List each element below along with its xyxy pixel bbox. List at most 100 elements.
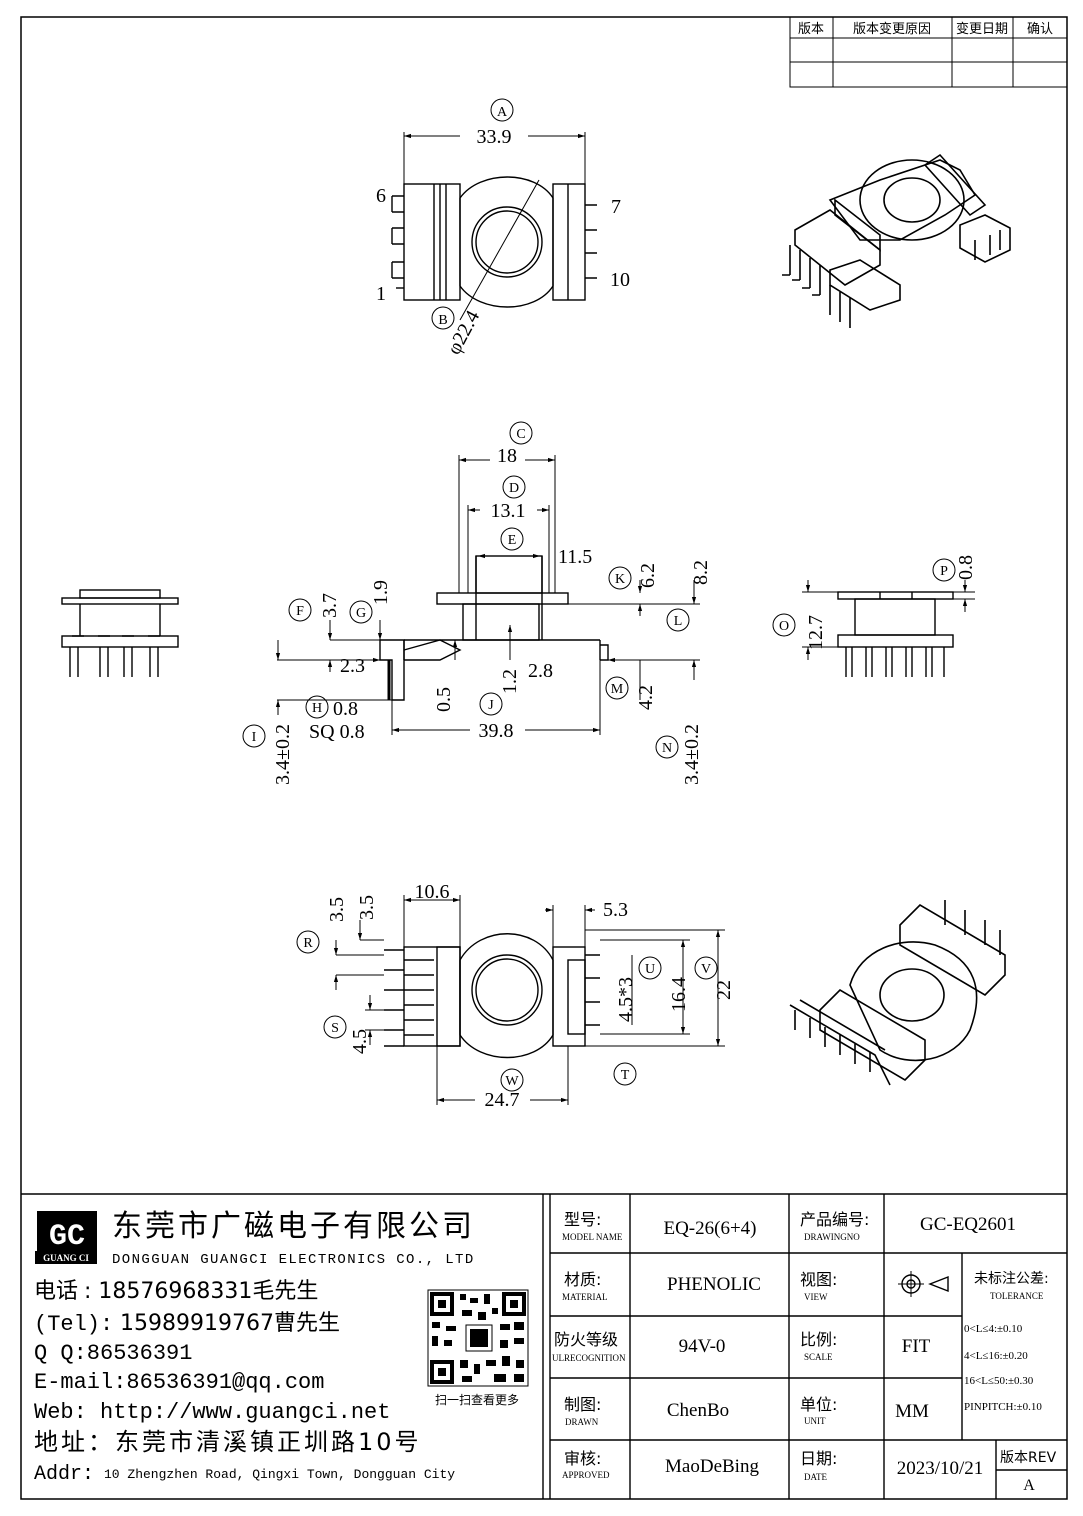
dim-W-value: 24.7 xyxy=(485,1089,520,1111)
material-sub: MATERIAL xyxy=(562,1292,608,1302)
tolerance-row-4: PINPITCH:±0.10 xyxy=(964,1401,1042,1413)
dim-I-tag: I xyxy=(252,730,257,745)
scale-sub: SCALE xyxy=(804,1352,833,1362)
drawn-label: 制图: xyxy=(564,1395,601,1414)
unit-value: MM xyxy=(895,1401,929,1422)
dim-P-value: 0.8 xyxy=(955,555,977,580)
rev-label: 版本REV xyxy=(1000,1450,1057,1466)
material-label: 材质: xyxy=(564,1270,601,1289)
dim-106: 10.6 xyxy=(415,881,450,903)
side-view-left xyxy=(61,589,179,677)
dim-U-tag: U xyxy=(645,962,655,977)
email-value: E-mail:86536391@qq.com xyxy=(34,1370,324,1395)
rev-header-confirm: 确认 xyxy=(1027,22,1053,37)
dim-B-value: φ22.4 xyxy=(443,307,484,358)
dim-D-value: 13.1 xyxy=(491,500,526,522)
dim-G-tag: G xyxy=(356,606,366,621)
qr-caption: 扫一扫查看更多 xyxy=(435,1393,519,1407)
approved-sub: APPROVED xyxy=(562,1470,610,1480)
company-name-cn: 东莞市广磁电子有限公司 xyxy=(112,1209,475,1244)
dim-22: 22 xyxy=(713,980,735,1000)
dim-E-value: 11.5 xyxy=(558,546,592,568)
phone-label: 电话 xyxy=(34,1279,78,1304)
drawn-sub: DRAWN xyxy=(565,1417,599,1427)
dim-M-tag: M xyxy=(611,682,624,697)
drawing-sub: DRAWINGNO xyxy=(804,1232,860,1242)
dim-T-tag: T xyxy=(621,1068,630,1083)
dim-G-value: 1.9 xyxy=(370,580,392,605)
dim-I-value: 3.4±0.2 xyxy=(272,724,294,785)
dim-J-tag: J xyxy=(488,698,494,713)
dim-T-value: 5.3 xyxy=(603,899,628,921)
dim-S-tag: S xyxy=(331,1021,339,1036)
address-en-label: Addr: xyxy=(34,1463,94,1486)
rev-header-version: 版本 xyxy=(798,22,824,37)
tolerance-row-1: 0<L≤4:±0.10 xyxy=(964,1323,1023,1335)
dim-S-value: 4.5 xyxy=(349,1029,371,1054)
qr-code xyxy=(427,1289,529,1387)
dim-C-value: 18 xyxy=(497,445,517,467)
rev-header-reason: 版本变更原因 xyxy=(853,21,931,37)
dim-O-value: 12.7 xyxy=(805,615,827,650)
dim-K-value: 6.2 xyxy=(637,563,659,588)
dim-L-value: 8.2 xyxy=(690,560,712,585)
dim-28: 2.8 xyxy=(528,660,553,682)
dim-V-value: 16.4 xyxy=(668,977,690,1012)
svg-text:GUANG CI: GUANG CI xyxy=(43,1253,89,1263)
sheet-border xyxy=(20,16,1068,1500)
dim-P-tag: P xyxy=(940,564,948,579)
tolerance-sub: TOLERANCE xyxy=(990,1291,1044,1301)
dim-D-tag: D xyxy=(509,481,519,496)
pin-label-6: 6 xyxy=(376,185,386,207)
dim-O-tag: O xyxy=(779,619,789,634)
bottom-view xyxy=(296,895,725,1105)
qq-value: Q Q:86536391 xyxy=(34,1341,192,1366)
dim-12: 1.2 xyxy=(499,669,521,694)
rev-header-date: 变更日期 xyxy=(956,21,1008,37)
date-value: 2023/10/21 xyxy=(897,1458,984,1479)
iso-view-bottom xyxy=(789,900,1006,1086)
phone-value: : 18576968331毛先生 xyxy=(84,1279,318,1304)
view-sub: VIEW xyxy=(804,1292,828,1302)
web-value: Web: http://www.guangci.net xyxy=(34,1400,390,1425)
dim-05: 0.5 xyxy=(433,687,455,712)
material-value: PHENOLIC xyxy=(667,1274,761,1295)
pin-label-1: 1 xyxy=(376,283,386,305)
model-sub: MODEL NAME xyxy=(562,1232,623,1242)
tel-value: 15989919767曹先生 xyxy=(120,1311,340,1336)
drawing-value: GC-EQ2601 xyxy=(920,1214,1016,1235)
dim-B-tag: B xyxy=(438,313,447,328)
dim-H-tag: H xyxy=(312,701,322,716)
company-name-en: DONGGUAN GUANGCI ELECTRONICS CO., LTD xyxy=(112,1252,475,1268)
flame-sub: ULRECOGNITION xyxy=(552,1353,626,1363)
flame-value: 94V-0 xyxy=(679,1336,726,1357)
dim-W-tag: W xyxy=(505,1074,519,1089)
dim-E-tag: E xyxy=(508,533,517,548)
projection-symbol-icon xyxy=(898,1271,949,1297)
dim-R-value: 3.5 xyxy=(326,897,348,922)
top-view xyxy=(391,98,597,330)
revision-table xyxy=(789,16,1068,88)
dim-F-value: 3.7 xyxy=(319,593,341,618)
scale-value: FIT xyxy=(902,1336,931,1357)
title-block-frame xyxy=(21,1193,1067,1499)
dim-U-value: 4.5*3 xyxy=(615,977,637,1022)
dim-H-sq: SQ 0.8 xyxy=(309,721,365,743)
dim-A-tag: A xyxy=(497,105,508,120)
pin-label-10: 10 xyxy=(610,269,630,291)
pin-label-7: 7 xyxy=(611,196,621,218)
dim-J-value: 39.8 xyxy=(479,720,514,742)
tolerance-row-2: 4<L≤16:±0.20 xyxy=(964,1350,1028,1362)
dim-L-tag: L xyxy=(674,614,683,629)
dim-K-tag: K xyxy=(615,572,625,587)
unit-label: 单位: xyxy=(800,1395,837,1414)
iso-view-top xyxy=(782,153,1011,328)
approved-value: MaoDeBing xyxy=(665,1456,759,1477)
company-logo: GC GUANG CI xyxy=(35,1211,97,1264)
dim-F-tag: F xyxy=(296,604,304,619)
side-view-right xyxy=(772,558,975,677)
dim-23: 2.3 xyxy=(340,655,365,677)
svg-text:GC: GC xyxy=(49,1220,85,1254)
drawing-label: 产品编号: xyxy=(800,1210,869,1229)
